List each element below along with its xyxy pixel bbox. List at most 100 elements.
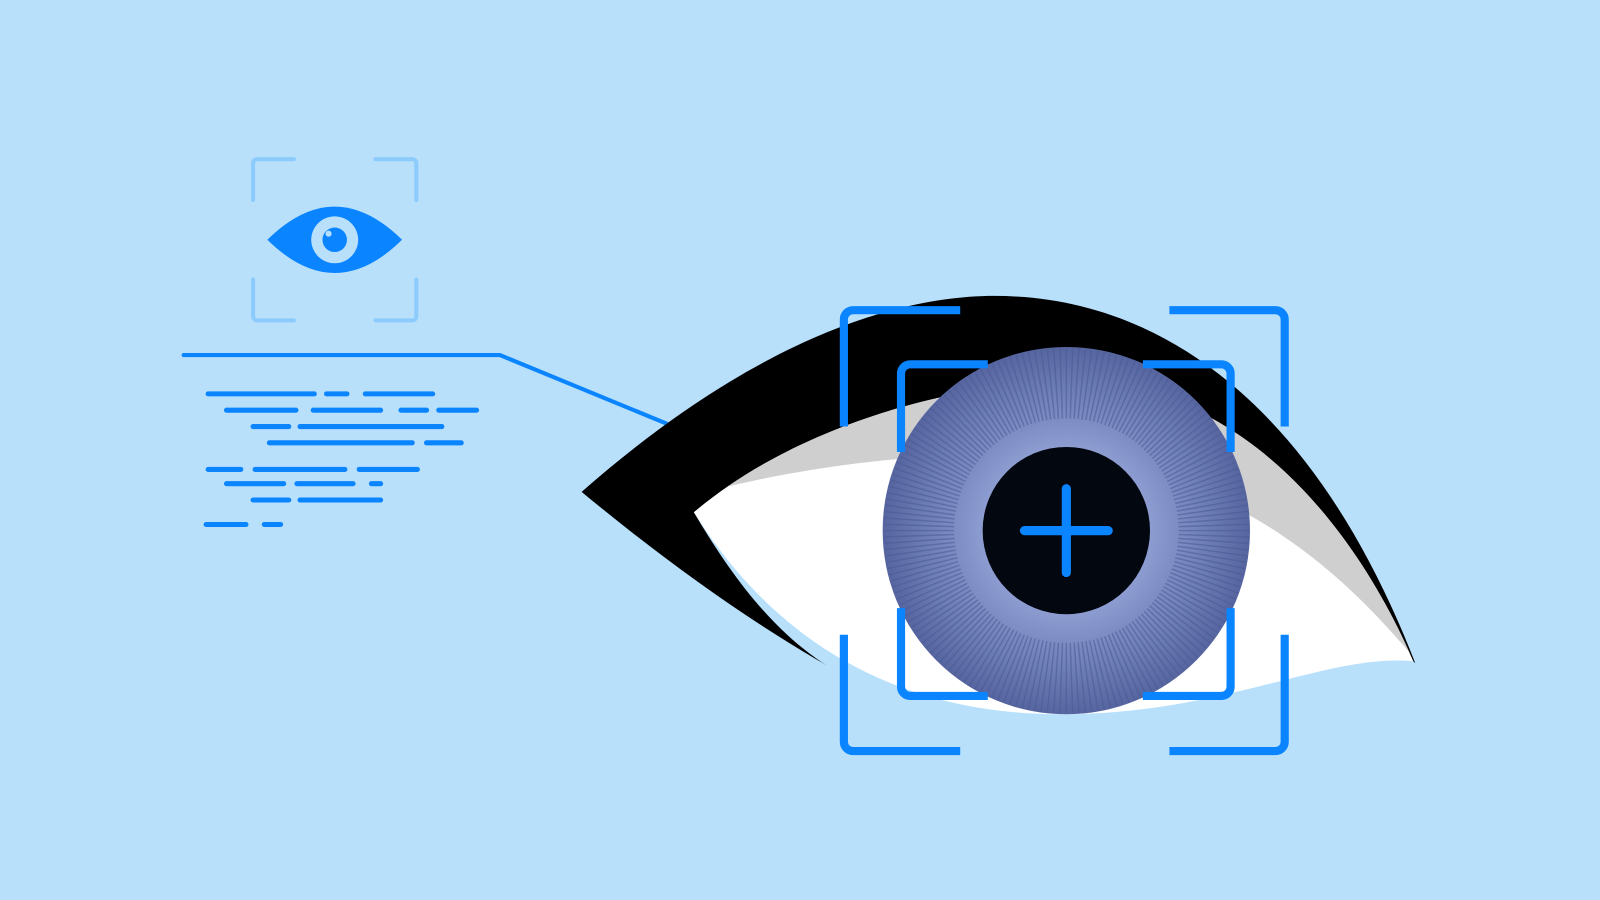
iris-stripe [884, 510, 955, 520]
iris-stripe [943, 394, 992, 448]
iris-stripe [958, 620, 1001, 679]
iris-stripe [1146, 403, 1199, 454]
iris-stripe [907, 586, 970, 623]
iris-stripe [885, 504, 956, 516]
iris-stripe [911, 433, 972, 472]
iris-stripe [892, 564, 960, 588]
iris-stripe [896, 461, 963, 490]
iris-stripe [1033, 350, 1048, 421]
iris-stripe [1052, 348, 1060, 419]
iris-stripe [1088, 351, 1106, 421]
iris-stripe [1158, 427, 1219, 469]
iris-stripe [1137, 616, 1185, 672]
iris-stripe [1156, 595, 1215, 639]
iris-stripe [1009, 356, 1033, 425]
iris-stripe [930, 605, 984, 654]
iris-stripe [1156, 422, 1215, 466]
iris-stripe [890, 560, 959, 582]
iris-stripe [1177, 504, 1248, 516]
iris-stripe [1121, 372, 1159, 434]
iris-stripe [1069, 348, 1074, 419]
iris-stripe [1069, 642, 1074, 714]
iris-stripe [963, 378, 1005, 438]
iris-stripe [1166, 449, 1231, 483]
iris-stripe [1140, 394, 1190, 448]
iris-stripe [911, 589, 972, 629]
iris-stripe [1046, 348, 1056, 420]
iris-stripe [1177, 510, 1249, 520]
iris-stripe [1176, 549, 1247, 564]
iris-stripe [1128, 378, 1170, 438]
iris-stripe [1085, 641, 1099, 711]
iris-stripe [997, 360, 1025, 427]
iris-stripe [1174, 479, 1243, 501]
plus-icon [1019, 484, 1113, 578]
iris-stripe [1118, 368, 1153, 432]
iris-stripe [1033, 641, 1048, 711]
iris-stripe [1027, 640, 1044, 710]
iris-stripe [894, 467, 962, 493]
iris-stripe [921, 417, 979, 463]
iris-stripe [1103, 635, 1130, 703]
iris-stripe [899, 455, 965, 486]
iris-stripe [991, 363, 1022, 429]
iris-stripe [943, 613, 992, 667]
iris-stripe [1165, 444, 1228, 479]
iris-stripe [1166, 579, 1231, 612]
iris-stripe [1161, 433, 1222, 472]
iris-stripe [963, 623, 1005, 683]
iris-stripe [921, 599, 979, 644]
iris-stripe [930, 407, 984, 457]
iris-stripe [1172, 473, 1241, 497]
iris-stripe [1040, 641, 1052, 712]
iris-stripe [1143, 398, 1194, 451]
iris-stripe [958, 382, 1001, 441]
iris-stripe [1103, 358, 1130, 426]
iris-stripe [1125, 375, 1164, 436]
iris-stripe [1003, 358, 1029, 426]
iris-stripe [1143, 610, 1194, 663]
iris-stripe [1081, 641, 1093, 712]
iris-stripe [1177, 541, 1249, 551]
iris-stripe [1125, 625, 1164, 686]
iris-stripe [1096, 638, 1118, 707]
iris-stripe [1021, 353, 1040, 422]
iris-stripe [1175, 557, 1244, 576]
iris-stripe [985, 366, 1018, 431]
iris-stripe [1096, 354, 1118, 423]
iris-stripe [1077, 642, 1087, 713]
iris-stripe [904, 444, 968, 479]
iris-stripe [1149, 407, 1203, 457]
iris-stripe [925, 602, 981, 649]
iris-stripe [1170, 461, 1236, 490]
iris-stripe [979, 629, 1015, 693]
iris-stripe [1151, 412, 1207, 460]
iris-stripe [925, 412, 981, 460]
iris-stripe [899, 575, 965, 606]
iris-stripe [938, 398, 989, 451]
iris-stripe [1170, 571, 1236, 600]
iris-stripe [918, 422, 976, 466]
iris-stripe [1131, 382, 1175, 441]
iris-stripe [1154, 599, 1211, 644]
iris-stripe [953, 386, 998, 443]
iris-stripe [1163, 586, 1225, 623]
iris-stripe [1009, 637, 1033, 705]
iris-texture [883, 347, 1249, 714]
iris-stripe [1175, 485, 1244, 505]
iris-stripe [1077, 348, 1087, 420]
iris-stripe [1092, 639, 1112, 709]
iris-stripe [1134, 618, 1180, 676]
iris-stripe [1052, 642, 1060, 713]
iris-stripe [1171, 568, 1239, 594]
iris-stripe [1177, 545, 1248, 557]
iris-stripe [1134, 386, 1180, 443]
iris-stripe [1046, 642, 1056, 713]
iris-stripe [1178, 533, 1249, 538]
eyelid [581, 295, 1416, 666]
iris-stripe [883, 533, 955, 538]
iris-stripe [1088, 640, 1106, 710]
iris-stripe [1168, 455, 1234, 486]
iris-stripe [884, 537, 955, 545]
